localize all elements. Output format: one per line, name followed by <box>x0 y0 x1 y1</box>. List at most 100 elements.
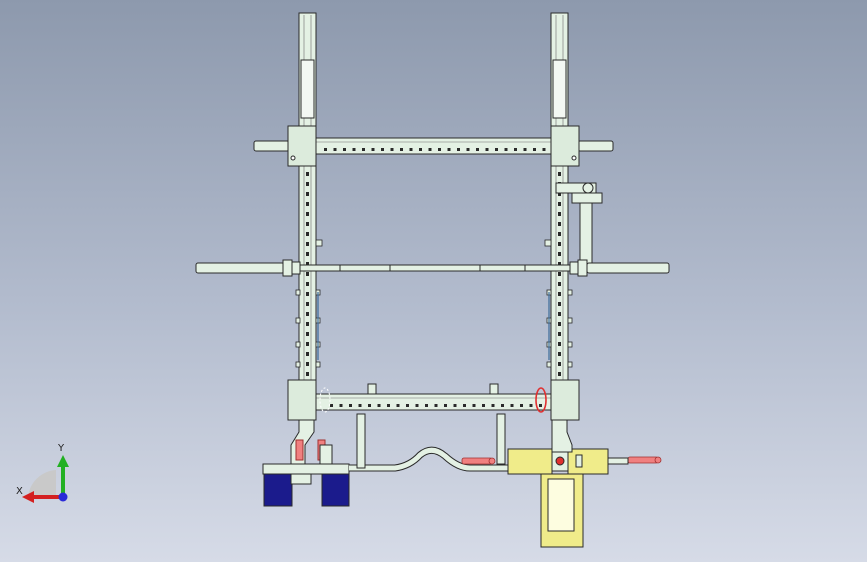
barbell[interactable] <box>195 259 670 277</box>
hole <box>428 148 432 151</box>
hole <box>306 292 309 296</box>
j-hook[interactable] <box>555 182 603 272</box>
bottom-brackets[interactable] <box>287 379 580 421</box>
axis-label-x: X <box>16 486 23 497</box>
hole <box>457 148 460 151</box>
hole <box>343 148 346 151</box>
hole <box>306 272 309 276</box>
hole <box>558 322 561 326</box>
hole <box>306 282 309 286</box>
hole <box>390 148 394 151</box>
hole <box>306 182 309 186</box>
hole <box>520 404 523 407</box>
hole <box>558 192 561 196</box>
hole <box>495 148 498 151</box>
hole <box>306 302 309 306</box>
hole <box>491 404 495 407</box>
hole <box>352 148 356 151</box>
hole <box>434 404 438 407</box>
hole <box>504 148 508 151</box>
hole <box>542 148 546 151</box>
hole <box>482 404 485 407</box>
hole <box>558 232 561 236</box>
hole <box>368 404 371 407</box>
hole <box>306 372 309 376</box>
hole <box>306 192 309 196</box>
hole <box>333 148 337 151</box>
hole <box>306 242 309 246</box>
hole <box>447 148 451 151</box>
hole <box>381 148 384 151</box>
hole <box>558 172 561 176</box>
hole <box>529 404 533 407</box>
hole <box>415 404 419 407</box>
hole <box>306 322 309 326</box>
left-upright[interactable] <box>298 12 317 384</box>
hole <box>406 404 409 407</box>
hole <box>476 148 479 151</box>
hole <box>409 148 413 151</box>
hole <box>306 212 309 216</box>
hole <box>306 342 309 346</box>
hole <box>358 404 362 407</box>
top-crossbar-holes <box>324 148 546 151</box>
bottom-crossbar-holes <box>330 404 542 407</box>
hole <box>306 252 309 256</box>
hole <box>371 148 375 151</box>
hole <box>523 148 527 151</box>
hole <box>558 302 561 306</box>
hole <box>306 172 309 176</box>
hole <box>306 262 309 266</box>
landmine-sleeve[interactable] <box>507 448 629 548</box>
hole <box>514 148 517 151</box>
left-base[interactable] <box>262 463 350 507</box>
right-upright[interactable] <box>550 12 569 384</box>
top-brackets[interactable] <box>287 125 580 167</box>
hole <box>501 404 504 407</box>
hole <box>400 148 403 151</box>
hole <box>558 282 561 286</box>
hole <box>485 148 489 151</box>
hole <box>558 352 561 356</box>
hole <box>558 252 561 256</box>
hole <box>377 404 381 407</box>
hole <box>396 404 400 407</box>
hole <box>558 312 561 316</box>
hole <box>306 352 309 356</box>
bar-collars[interactable] <box>461 456 662 465</box>
hole <box>558 222 561 226</box>
selection-highlight <box>535 387 547 413</box>
blue-detail-left <box>317 292 550 360</box>
hole <box>558 242 561 246</box>
hole <box>306 362 309 366</box>
hole <box>558 342 561 346</box>
hole <box>324 148 327 151</box>
hole <box>339 404 343 407</box>
hole <box>558 362 561 366</box>
hole <box>558 212 561 216</box>
upright-holes <box>306 172 561 376</box>
hole <box>472 404 476 407</box>
right-leg[interactable] <box>551 419 583 468</box>
hole <box>533 148 536 151</box>
left-leg[interactable] <box>290 419 333 469</box>
hole <box>387 404 390 407</box>
ez-bar[interactable] <box>349 413 510 472</box>
hole <box>306 332 309 336</box>
hole <box>306 232 309 236</box>
hole <box>466 148 470 151</box>
hole <box>419 148 422 151</box>
hole <box>453 404 457 407</box>
hole <box>349 404 352 407</box>
hole <box>558 272 561 276</box>
hole <box>425 404 428 407</box>
hole <box>558 332 561 336</box>
dashed-highlight <box>319 387 331 413</box>
hole <box>306 312 309 316</box>
hole <box>438 148 441 151</box>
hole <box>558 262 561 266</box>
hole <box>330 404 333 407</box>
